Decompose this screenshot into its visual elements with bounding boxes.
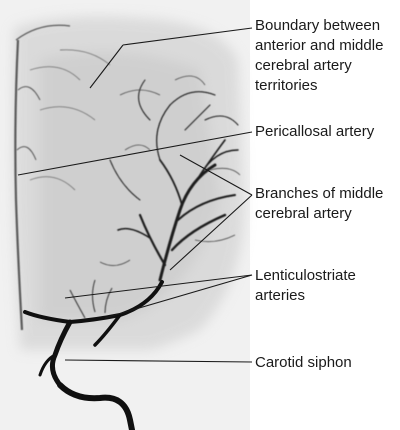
lenticulostriate-label-line1: Lenticulostriate (255, 267, 356, 284)
svg-text:Boundary between anterio: Boundary between anterior and middle cer… (255, 17, 388, 94)
svg-text:Branches of middle cereb: Branches of middle cerebral artery (255, 185, 388, 222)
lenticulostriate-leader-2 (104, 274, 253, 319)
leader-lines (17, 27, 253, 363)
carotid-siphon-label: Carotid siphon (255, 354, 352, 371)
pericallosal-label: Pericallosal artery (255, 123, 375, 140)
svg-text:Lenticulostriate arterie: Lenticulostriate arteries (255, 267, 360, 304)
internal-carotid-artery (23, 280, 164, 430)
boundary-leader (122, 27, 253, 46)
boundary-label-line1: Boundary between (255, 17, 380, 34)
angiogram-image (0, 0, 250, 430)
annotation-labels: Boundary between anterior and middle cer… (255, 17, 388, 371)
boundary-label-line3: cerebral artery (255, 57, 352, 74)
carotid-leader (64, 359, 253, 363)
mca-leader-1 (179, 154, 253, 196)
pericallosal-leader (17, 131, 253, 176)
mca-leader-2 (169, 194, 253, 271)
lenticulostriate-label-line2: arteries (255, 287, 305, 304)
mca-branches (109, 79, 239, 282)
boundary-label-line4: territories (255, 77, 318, 94)
mca-label-line1: Branches of middle (255, 185, 383, 202)
boundary-label-line2: anterior and middle (255, 37, 383, 54)
mca-label-line2: cerebral artery (255, 205, 352, 222)
lenticulostriate-leader-1 (64, 274, 253, 299)
pericallosal-artery (14, 39, 24, 331)
